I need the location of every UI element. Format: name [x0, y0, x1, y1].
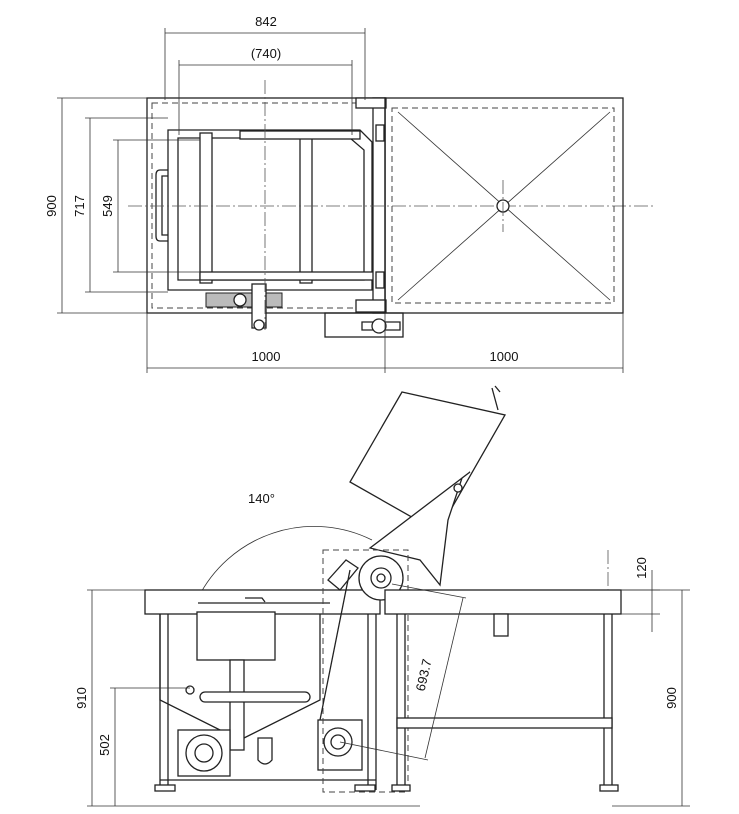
dim-1000-left-label: 1000	[252, 349, 281, 364]
table-foot-left	[391, 784, 411, 792]
angle-arc	[197, 526, 373, 599]
gear-box-outline	[324, 312, 404, 338]
dim-1000-right-label: 1000	[490, 349, 519, 364]
side-table-drain	[493, 613, 509, 637]
tilted-kettle-pivot	[453, 483, 463, 493]
side-view: 140°	[74, 385, 690, 807]
dim-900-label: 900	[44, 195, 59, 217]
hinge-top-bracket	[355, 97, 387, 109]
dim-693-ext-bottom	[339, 741, 429, 761]
hinge-bottom-bracket	[355, 299, 387, 313]
side-top-plate	[144, 589, 381, 615]
dim-table-900-label: 900	[664, 687, 679, 709]
frame-bar-right	[299, 132, 313, 284]
dim-842-label: 842	[255, 14, 277, 29]
left-foot	[154, 784, 176, 792]
frame-bar-top	[239, 130, 361, 140]
hinge-column	[372, 97, 386, 314]
dim-120-label: 120	[634, 557, 649, 579]
tilt-gear-axle	[376, 573, 386, 583]
side-valve	[257, 737, 273, 765]
side-stopper	[327, 559, 359, 591]
gear-hub	[371, 318, 387, 334]
drain-valve	[233, 293, 247, 307]
dim-693-label: 693.7	[413, 657, 435, 692]
table-foot-right	[599, 784, 619, 792]
frame-bar-left	[199, 132, 213, 284]
angle-label: 140°	[248, 491, 275, 506]
drain-outlet	[253, 319, 265, 331]
dim-910-label: 910	[74, 687, 89, 709]
dim-693-ext-top	[391, 583, 467, 599]
dim-549-label: 549	[100, 195, 115, 217]
side-drain-pipe	[229, 659, 245, 751]
hinge-pin-top	[375, 124, 385, 142]
top-right-table-inner	[391, 107, 615, 304]
hinge-pin-bottom	[375, 271, 385, 289]
side-link-arm	[319, 569, 351, 721]
right-motor-hub	[330, 734, 346, 750]
side-column-dash	[322, 549, 409, 793]
mid-foot	[354, 784, 376, 792]
tilted-kettle-lip	[491, 387, 499, 411]
tilted-kettle-arm	[368, 471, 471, 587]
frame-bar-bottom	[199, 271, 381, 281]
side-bar	[199, 691, 311, 703]
side-bolt	[185, 685, 195, 695]
dim-502-label: 502	[97, 734, 112, 756]
side-plate-hook	[245, 597, 266, 603]
side-table-rail	[396, 717, 613, 729]
dim-740-label: (740)	[251, 46, 281, 61]
top-view: 842 (740) 900 717 549 1000 1000	[44, 14, 655, 373]
tilt-gear-hub	[370, 567, 392, 589]
kettle-left-handle-inner	[161, 175, 168, 236]
top-right-table-outline	[384, 97, 624, 314]
kettle-outline	[167, 129, 373, 291]
side-kettle-inside	[196, 611, 276, 661]
tilted-kettle-lip-tip	[494, 385, 501, 393]
dim-693-line	[424, 597, 464, 759]
side-table-top	[384, 589, 622, 615]
left-motor-hub	[194, 743, 214, 763]
kettle-left-handle	[155, 169, 168, 242]
dim-717-label: 717	[72, 195, 87, 217]
